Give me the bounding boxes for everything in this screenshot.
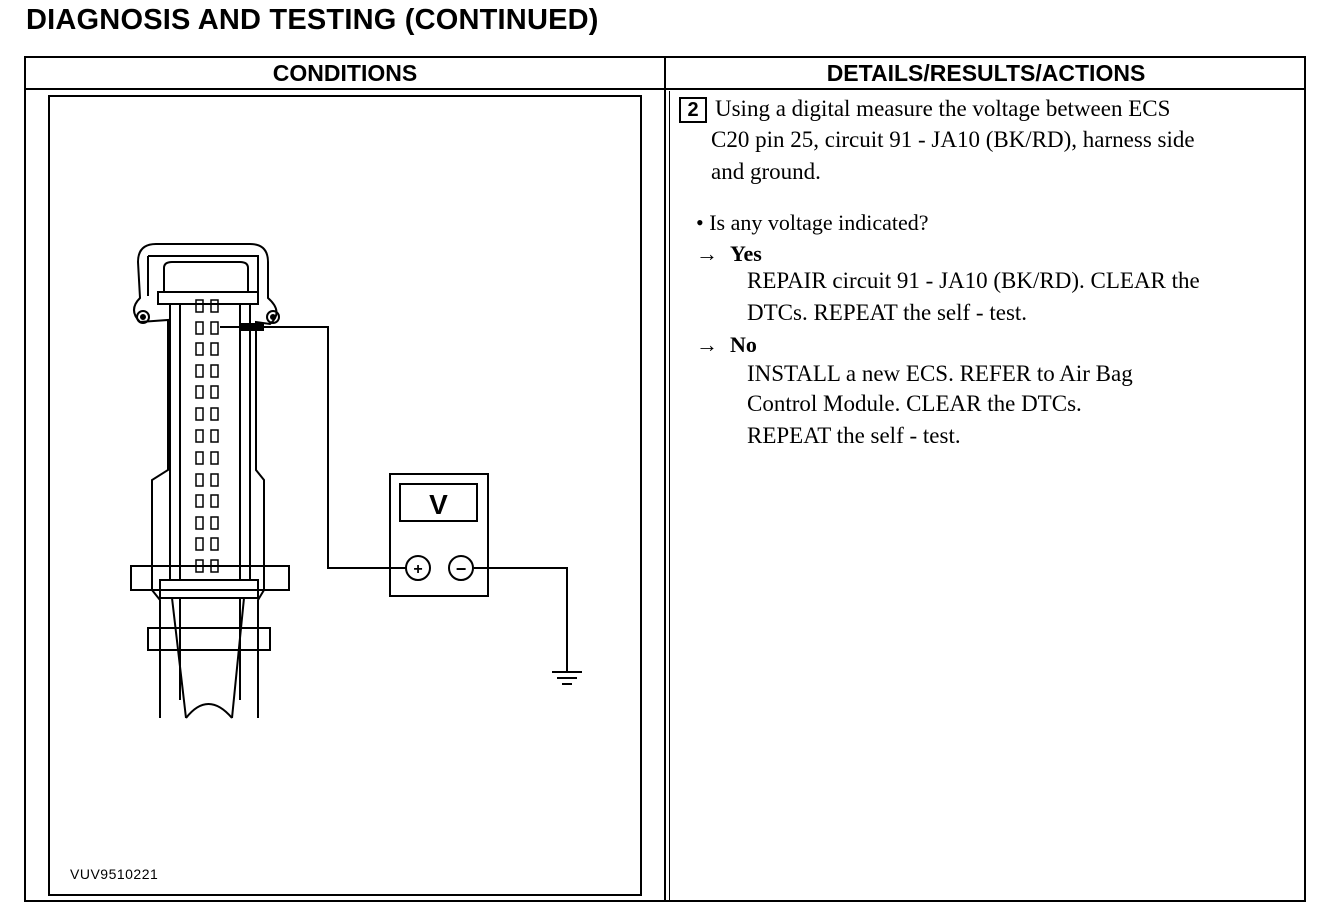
step-number: 2 — [679, 97, 707, 123]
negative-terminal-icon — [448, 555, 474, 581]
column-divider — [664, 56, 666, 902]
right-mounting-hole-icon — [266, 310, 280, 324]
left-mounting-hole-icon — [136, 310, 150, 324]
yes-label: Yes — [730, 241, 762, 266]
meter-label: V — [429, 489, 448, 520]
plus-symbol: + — [413, 561, 422, 578]
minus-symbol: − — [456, 559, 467, 579]
instruction-line-1: Using a digital measure the voltage betw… — [715, 96, 1171, 121]
no-arrow: → — [696, 332, 718, 357]
yes-arrow: → — [696, 241, 718, 266]
positive-terminal-icon — [405, 555, 431, 581]
positive-test-lead — [220, 326, 406, 569]
voltmeter-body — [389, 473, 489, 597]
voltmeter-display — [399, 483, 478, 522]
no-action-line-2: Control Module. CLEAR the DTCs. — [747, 391, 1082, 416]
connector-flange — [130, 565, 290, 591]
question-text: • Is any voltage indicated? — [696, 210, 929, 235]
page-title: DIAGNOSIS AND TESTING (CONTINUED) — [26, 4, 599, 36]
instruction-line-2: C20 pin 25, circuit 91 - JA10 (BK/RD), h… — [711, 127, 1195, 152]
connector-hood — [133, 243, 278, 718]
yes-action-line-1: REPAIR circuit 91 - JA10 (BK/RD). CLEAR … — [747, 268, 1200, 293]
no-action-line-3: REPEAT the self - test. — [747, 423, 961, 448]
no-action-line-1: INSTALL a new ECS. REFER to Air Bag — [747, 361, 1133, 386]
ground-icon — [552, 671, 582, 685]
actions-header: DETAILS/RESULTS/ACTIONS — [826, 60, 1146, 86]
terminal-cavities — [195, 299, 219, 573]
conditions-header: CONDITIONS — [272, 60, 418, 86]
probe-tip — [240, 323, 264, 331]
conditions-figure — [48, 95, 642, 896]
figure-id: VUV9510221 — [70, 866, 159, 882]
ground-lead — [474, 567, 568, 672]
no-label: No — [730, 332, 757, 357]
column-divider-inner — [669, 91, 670, 902]
instruction-line-3: and ground. — [711, 159, 821, 184]
yes-action-line-2: DTCs. REPEAT the self - test. — [747, 300, 1028, 325]
